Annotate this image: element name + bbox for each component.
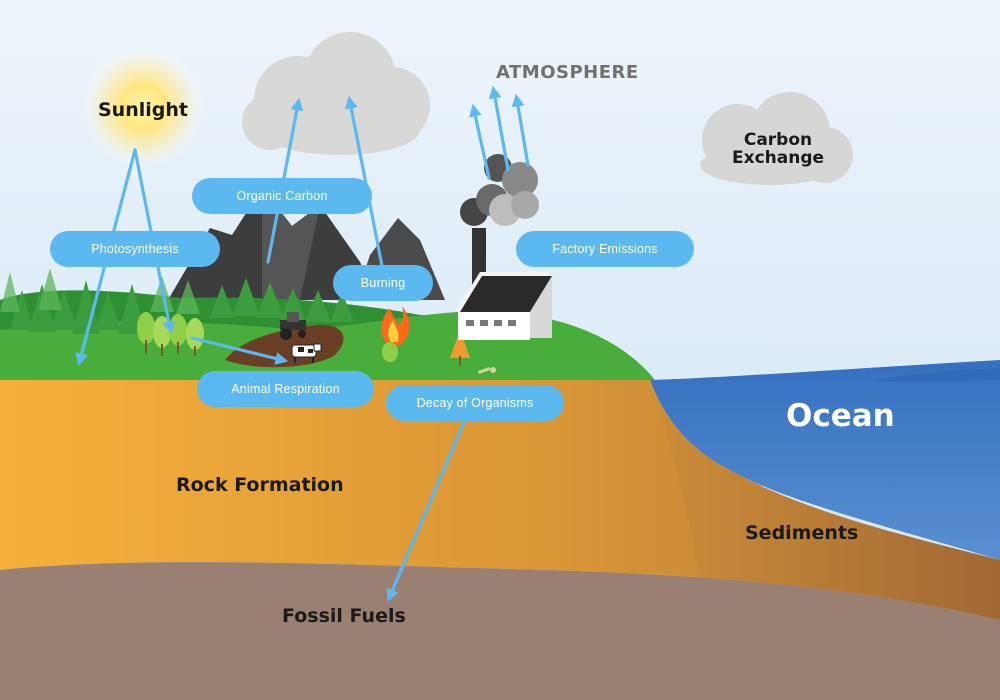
cloud-icon — [242, 32, 430, 155]
factory-emissions-pill: Factory Emissions — [516, 231, 694, 267]
fire-icon — [381, 306, 410, 362]
respiration-arrow — [190, 336, 289, 365]
sunlight-label: Sunlight — [98, 99, 188, 121]
animal-respiration-pill: Animal Respiration — [197, 371, 374, 407]
organic-carbon-pill: Organic Carbon — [192, 178, 372, 214]
sediments-label: Sediments — [745, 522, 859, 544]
emission-arrow-2 — [488, 85, 510, 172]
bones-icon — [478, 367, 496, 374]
smoke-icon — [460, 154, 539, 226]
fossil-fuels-label: Fossil Fuels — [282, 605, 406, 627]
atmosphere-label: ATMOSPHERE — [496, 62, 639, 83]
carbon-exchange-label-line1: Carbon — [743, 130, 813, 150]
carbon-exchange-cloud-icon — [700, 92, 853, 185]
emission-arrow-3 — [511, 93, 530, 167]
autumn-tree-icon — [450, 330, 470, 366]
sediment-layer — [650, 380, 1000, 620]
decay-of-organisms-pill: Decay of Organisms — [386, 385, 564, 421]
cow-icon — [291, 343, 322, 363]
tractor-icon — [280, 312, 306, 340]
young-trees-icon — [137, 312, 204, 356]
ocean-label: Ocean — [786, 398, 895, 434]
emission-arrow-1 — [469, 103, 491, 180]
rock-formation-label: Rock Formation — [176, 474, 344, 496]
ocean — [650, 360, 1000, 560]
photosynthesis-pill: Photosynthesis — [50, 231, 220, 267]
factory-icon — [455, 228, 552, 340]
burning-pill: Burning — [333, 265, 433, 301]
bedrock-layer — [0, 562, 1000, 700]
sun-icon — [81, 45, 205, 169]
decay-arrow — [386, 420, 466, 602]
ocean-wave — [870, 368, 1000, 383]
carbon-exchange-label-line2: Exchange — [731, 148, 825, 168]
